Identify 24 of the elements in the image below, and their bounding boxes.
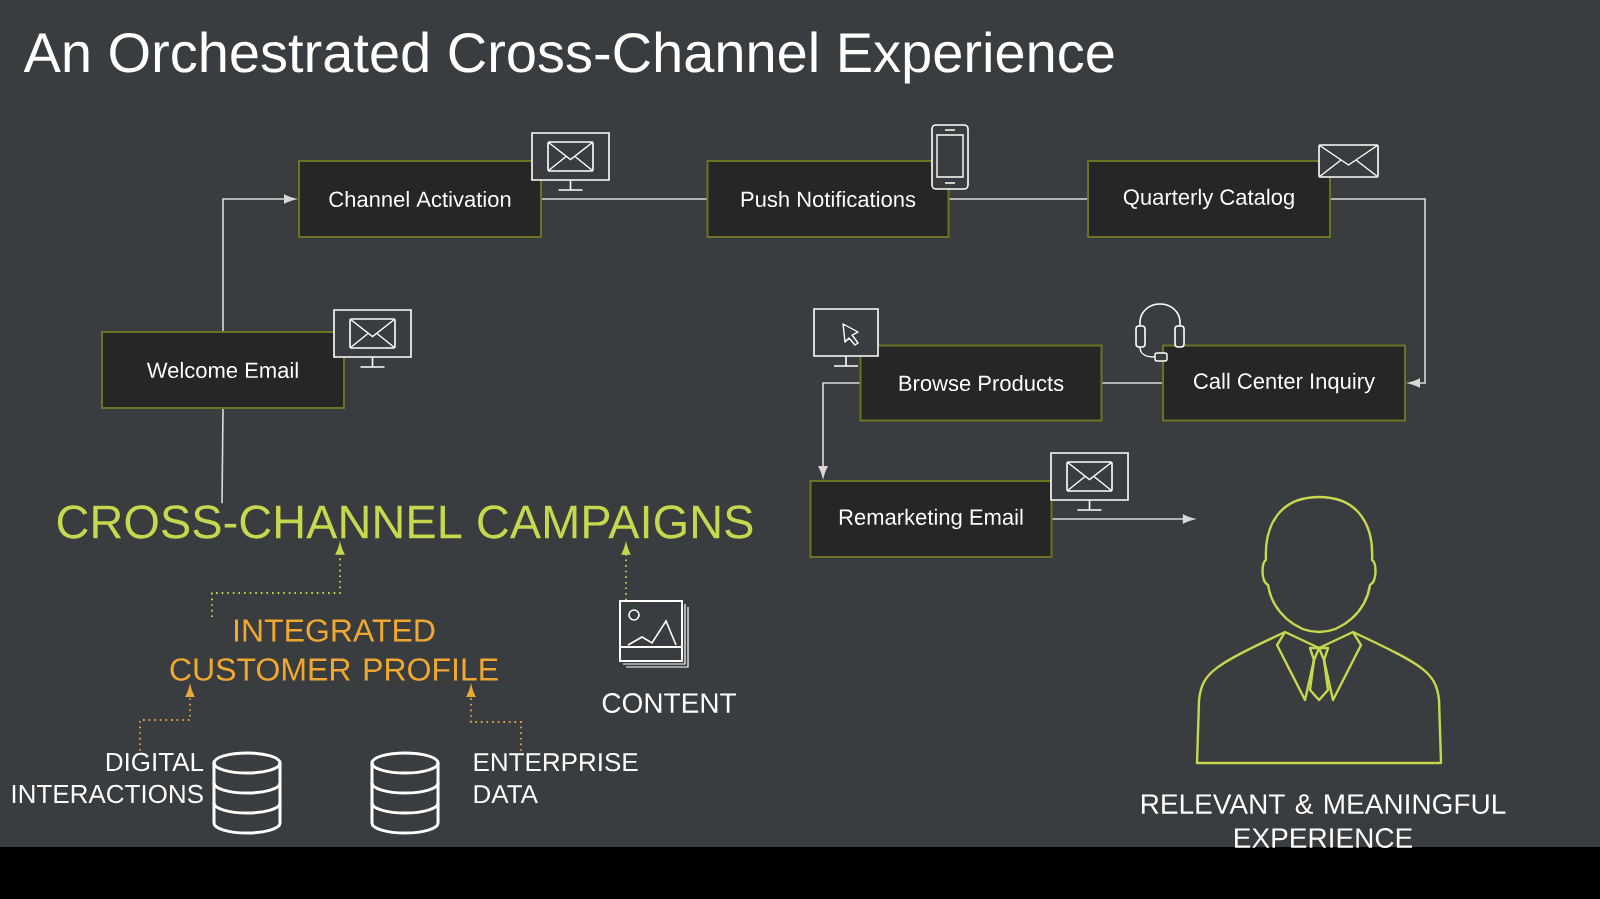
process-box: Channel Activation [298,160,542,238]
heading-text: CROSS-CHANNEL CAMPAIGNS [57,505,753,539]
process-box: Remarketing Email [809,480,1053,558]
connector-arrow [139,686,195,752]
connector-arrow [466,686,522,752]
connector-arrow [621,543,631,602]
process-box: Push Notifications [706,160,950,238]
heading-text: INTEGRATED CUSTOMER PROFILE [170,619,498,681]
caption-text: CONTENT [602,693,736,713]
process-box: Browse Products [859,344,1103,422]
source-label: DIGITAL INTERACTIONS [12,752,204,804]
person-drawing [1195,495,1443,765]
connector-arrow [818,382,861,478]
connector-arrow [1330,198,1426,388]
source-label: ENTERPRISE DATA [474,752,638,804]
caption-text: RELEVANT & MEANINGFUL EXPERIENCE [1142,794,1506,848]
process-box: Call Center Inquiry [1162,344,1406,422]
picture-icon [619,600,689,668]
connector-arrow [211,543,345,618]
title: An Orchestrated Cross-Channel Experience [23,31,1114,84]
process-box: Quarterly Catalog [1087,160,1331,238]
process-box: Welcome Email [101,331,345,409]
connector-arrow [222,194,296,332]
connector-arrow [1051,514,1195,524]
